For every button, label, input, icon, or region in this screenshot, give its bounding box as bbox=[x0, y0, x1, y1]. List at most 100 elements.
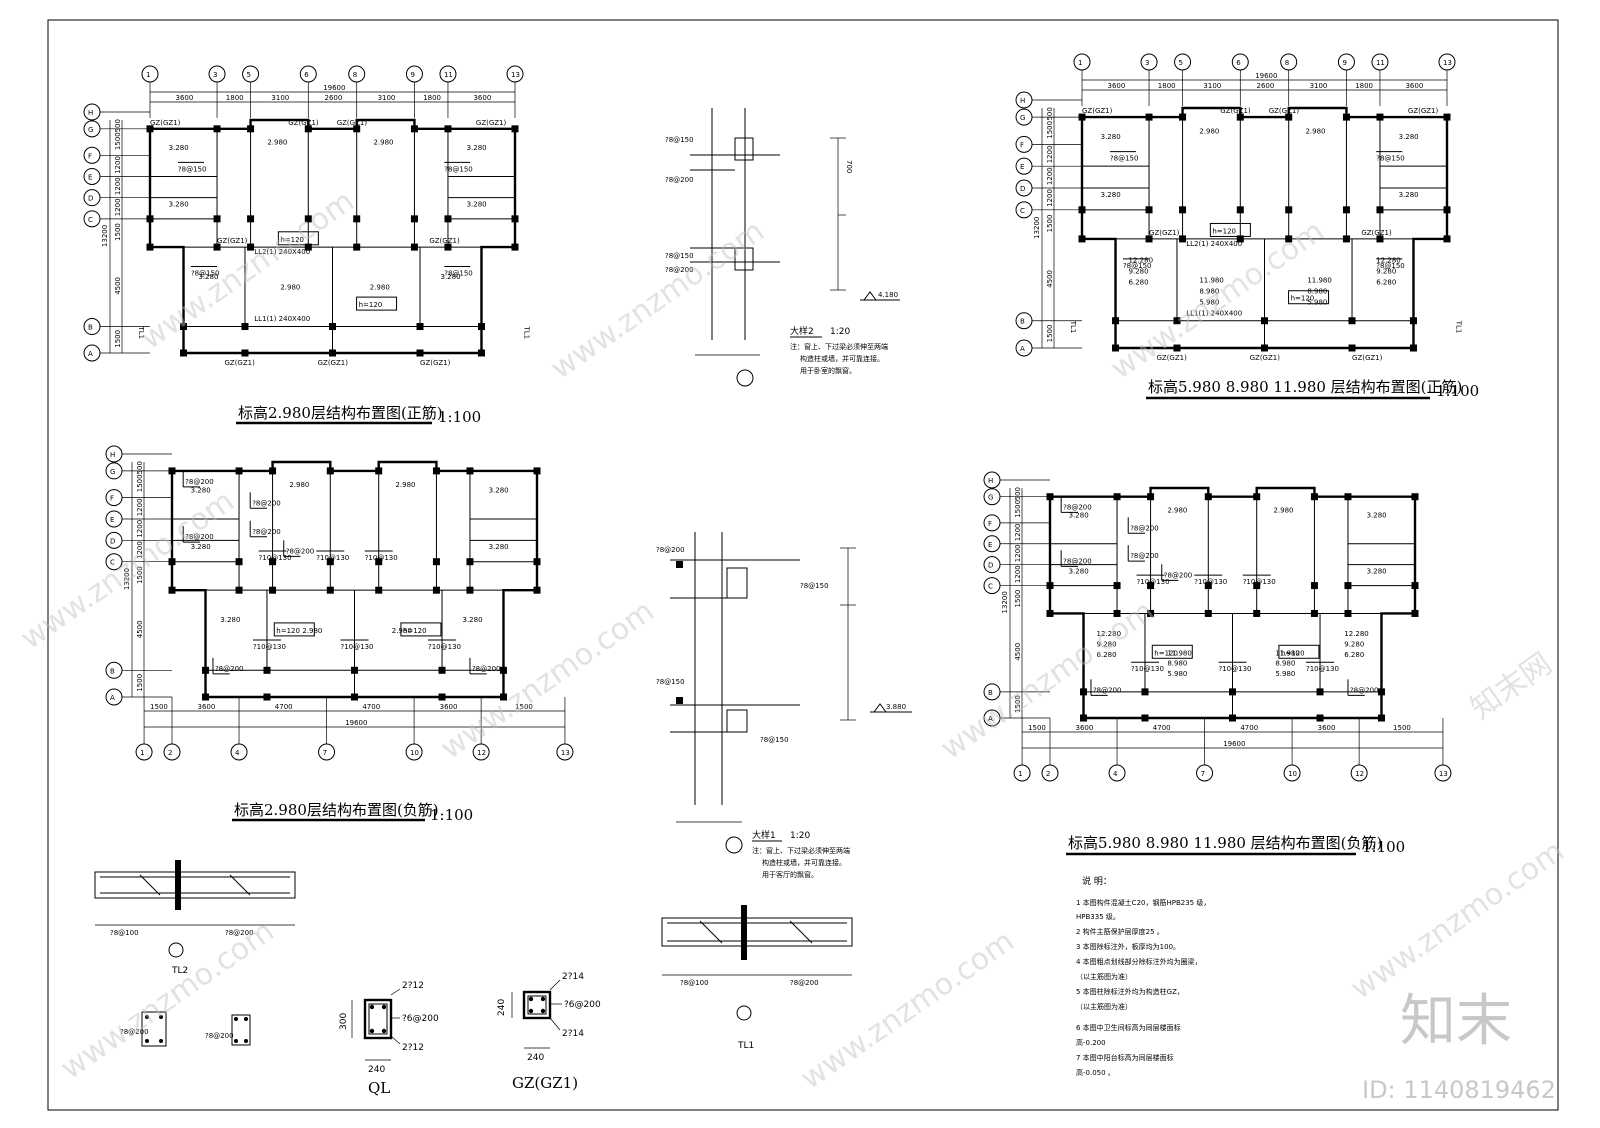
detail-1-bar-d: ?8@150 bbox=[760, 736, 789, 744]
detail-2: 700 4.180 ?8@150 ?8@200 ?8@150 ?8@200 大样… bbox=[665, 108, 900, 387]
row-label: B bbox=[110, 667, 115, 675]
column bbox=[466, 586, 474, 594]
detail-2-note-3: 用于卧室的飘窗。 bbox=[800, 366, 856, 375]
elev-label: 2.980 bbox=[1167, 506, 1187, 514]
row-dim: 1500 bbox=[136, 674, 144, 692]
ql-bottom-bars: 2?12 bbox=[402, 1043, 424, 1053]
detail-1-bar-c: ?8@150 bbox=[656, 678, 685, 686]
axis-label: 12 bbox=[477, 749, 486, 757]
slab-thickness: h=120 bbox=[1154, 649, 1178, 657]
dim-text: 4700 bbox=[1153, 724, 1171, 732]
detail-2-note-1: 注：窗上、下过梁必须伸至两端 bbox=[790, 342, 888, 351]
column bbox=[1179, 206, 1187, 214]
column bbox=[533, 558, 541, 566]
axis-label: 10 bbox=[1288, 770, 1297, 778]
elev-label: 3.280 bbox=[1367, 512, 1387, 520]
watermark-text-7: www.znzmo.com bbox=[55, 914, 281, 1087]
row-dim: 1500 bbox=[1014, 695, 1022, 713]
column bbox=[1348, 344, 1356, 352]
elev-label: 2.980 bbox=[373, 139, 393, 147]
column bbox=[1376, 113, 1384, 121]
detail-1-note-3: 用于客厅的飘窗。 bbox=[762, 870, 818, 879]
note-line-3: 2 构件主筋保护层厚度25 。 bbox=[1076, 927, 1164, 936]
column bbox=[1342, 206, 1350, 214]
axis-label: 1 bbox=[146, 71, 150, 79]
column bbox=[511, 243, 519, 251]
column bbox=[410, 125, 418, 133]
column bbox=[533, 467, 541, 475]
dim-text: 3600 bbox=[176, 94, 194, 102]
column bbox=[1443, 113, 1451, 121]
watermark-text-8: www.znzmo.com bbox=[795, 924, 1021, 1097]
column bbox=[1046, 582, 1054, 590]
column bbox=[499, 693, 507, 701]
column bbox=[1179, 113, 1187, 121]
plan-b-title: 标高5.980 8.980 11.980 层结构布置图(正筋) bbox=[1148, 378, 1462, 396]
slab-thickness: h=120 bbox=[276, 627, 300, 635]
column bbox=[180, 349, 188, 357]
column bbox=[351, 666, 358, 674]
dim-total: 19600 bbox=[1223, 740, 1245, 748]
row-dim: 1500 bbox=[114, 330, 122, 348]
row-label: E bbox=[988, 541, 992, 549]
elev-stack: 12.280 bbox=[1344, 630, 1369, 638]
column bbox=[1285, 206, 1293, 214]
row-label: A bbox=[110, 694, 115, 702]
axis-label: 6 bbox=[1236, 59, 1241, 67]
detail-2-bar-d: ?8@200 bbox=[665, 266, 694, 274]
column bbox=[1236, 235, 1244, 243]
axis-bubble bbox=[1283, 764, 1301, 782]
rebar-label: ?10@130 bbox=[253, 643, 286, 651]
elev-label: 3.280 bbox=[169, 144, 189, 152]
axis-bubble bbox=[230, 743, 248, 761]
axis-label: 7 bbox=[323, 749, 327, 757]
column bbox=[329, 349, 336, 357]
note-line-9: 6 本图中卫生间标高为同层楼面标 bbox=[1076, 1023, 1181, 1032]
row-label: D bbox=[988, 562, 993, 570]
detail-1-note-2: 构造柱或墙，并可靠连接。 bbox=[762, 858, 846, 867]
note-line-7: 5 本图柱除标注外均为构造柱GZ， bbox=[1076, 987, 1184, 996]
dim-total: 19600 bbox=[323, 84, 345, 92]
axis-label: 9 bbox=[1342, 59, 1346, 67]
column bbox=[269, 467, 277, 475]
elev-label: 3.280 bbox=[1101, 133, 1121, 141]
row-dim: 1200 bbox=[1046, 145, 1054, 163]
axis-label: 4 bbox=[1113, 770, 1118, 778]
ql-label: QL bbox=[368, 1079, 390, 1097]
column bbox=[304, 215, 312, 223]
lintel-label: LL1(1) 240X400 bbox=[254, 315, 310, 323]
column bbox=[247, 125, 255, 133]
column bbox=[1411, 609, 1419, 617]
row-total: 13200 bbox=[123, 568, 131, 590]
axis-label: 13 bbox=[511, 71, 520, 79]
row-dim: 1200 bbox=[136, 541, 144, 559]
note-line-6: （以主筋图为准） bbox=[1076, 972, 1132, 981]
row-label: C bbox=[988, 583, 993, 591]
column bbox=[438, 666, 446, 674]
axis-label: 13 bbox=[1439, 770, 1448, 778]
gz-label: GZ(GZ1) bbox=[1408, 107, 1439, 115]
elev-label: 2.980 bbox=[267, 139, 287, 147]
column bbox=[1173, 344, 1181, 352]
column bbox=[235, 467, 243, 475]
detail-1-scale: 1:20 bbox=[790, 831, 810, 841]
column bbox=[1376, 235, 1384, 243]
axis-bubble bbox=[318, 743, 336, 761]
note-line-1: 1 本图构件混凝土C20，钢筋HPB235 级， bbox=[1076, 898, 1210, 907]
tl-label: TL1 bbox=[137, 326, 145, 340]
watermark-text-2: www.znzmo.com bbox=[545, 214, 771, 387]
axis-label: 3 bbox=[213, 71, 217, 79]
detail-2-elev: 4.180 bbox=[878, 291, 898, 299]
column bbox=[1409, 344, 1417, 352]
rebar-label: ?10@130 bbox=[341, 643, 374, 651]
column bbox=[1179, 235, 1187, 243]
dim-text: 4700 bbox=[362, 703, 380, 711]
column bbox=[1261, 344, 1268, 352]
row-label: H bbox=[1020, 97, 1025, 105]
axis-bubble bbox=[163, 743, 181, 761]
tl2-stirrup-left: ?8@100 bbox=[110, 929, 139, 937]
axis-label: 13 bbox=[561, 749, 570, 757]
axis-label: 3 bbox=[1145, 59, 1149, 67]
column bbox=[533, 586, 541, 594]
column bbox=[1342, 113, 1350, 121]
